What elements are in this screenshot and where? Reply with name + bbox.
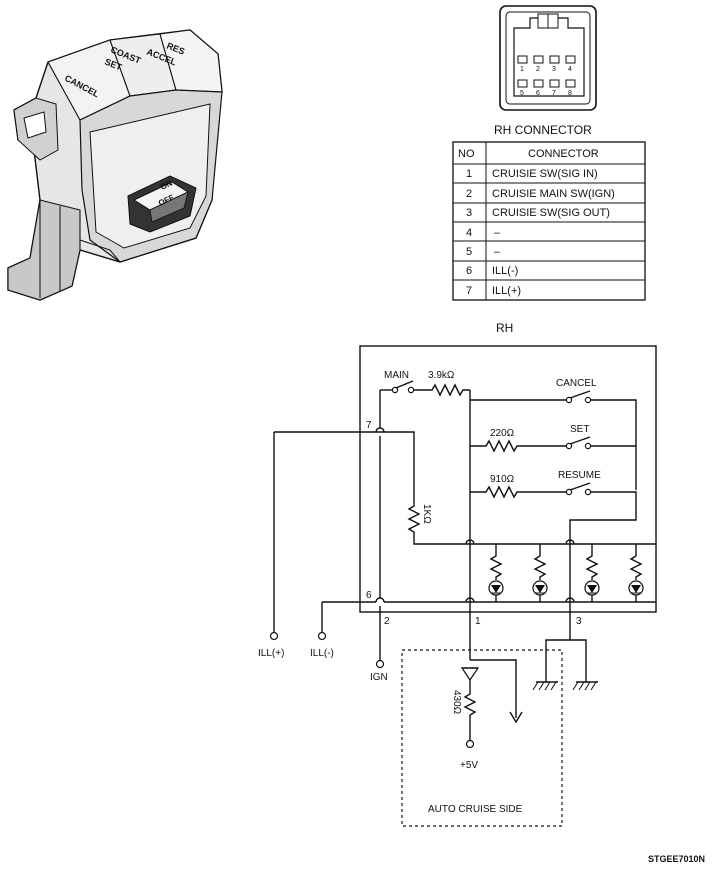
table-row-no: 6 — [466, 265, 472, 277]
pin-3-label: 3 — [552, 66, 556, 73]
pin-7-label: 7 — [552, 90, 556, 97]
led-branch — [488, 544, 504, 602]
table-row-no: 4 — [466, 227, 472, 239]
label-pin2: 2 — [384, 616, 390, 627]
label-resume: RESUME — [558, 470, 601, 481]
label-ign: IGN — [370, 672, 388, 683]
led-branch — [532, 544, 548, 602]
label-auto-cruise-side: AUTO CRUISE SIDE — [428, 804, 523, 815]
connector-title: RH CONNECTOR — [494, 123, 592, 137]
cruise-switch-illustration: CANCEL COAST SET RES ACCEL ON OFF — [7, 29, 223, 301]
connector-table — [452, 141, 646, 301]
label-r-auto: 430Ω — [451, 690, 462, 715]
label-r-set: 220Ω — [490, 428, 515, 439]
pin-6-label: 6 — [536, 90, 540, 97]
table-row-no: 3 — [466, 207, 472, 219]
label-ill-plus: ILL(+) — [258, 648, 284, 659]
label-5v: +5V — [460, 760, 478, 771]
figure-code: STGEE7010N — [648, 854, 705, 864]
table-row-no: 1 — [466, 168, 472, 180]
table-row-connector: CRUISIE SW(SIG OUT) — [492, 207, 610, 219]
schematic-wiring — [269, 345, 657, 827]
rh-connector-face: 1 2 3 4 5 6 7 8 — [499, 5, 597, 111]
label-pin6: 6 — [366, 590, 372, 601]
pin-4-label: 4 — [568, 66, 572, 73]
table-row-connector: – — [494, 246, 501, 258]
pin-1-label: 1 — [520, 66, 524, 73]
table-row-no: 5 — [466, 246, 472, 258]
label-pin7: 7 — [366, 420, 372, 431]
label-r-resume: 910Ω — [490, 474, 515, 485]
table-row-connector: CRUISIE SW(SIG IN) — [492, 168, 598, 180]
table-row-no: 2 — [466, 188, 472, 200]
pin-2-label: 2 — [536, 66, 540, 73]
label-r-main: 3.9kΩ — [428, 370, 455, 381]
label-pin3: 3 — [576, 616, 582, 627]
label-set: SET — [570, 424, 589, 435]
label-cancel: CANCEL — [556, 378, 597, 389]
label-r-ill: 1KΩ — [421, 504, 432, 524]
led-branch — [584, 544, 600, 602]
label-main: MAIN — [384, 370, 409, 381]
label-pin1: 1 — [475, 616, 481, 627]
table-row-connector: – — [494, 227, 501, 239]
table-header-no: NO — [458, 148, 475, 160]
schematic-title: RH — [496, 321, 513, 335]
table-row-connector: ILL(-) — [492, 265, 518, 277]
table-header-connector: CONNECTOR — [528, 148, 599, 160]
led-branch — [628, 544, 644, 602]
table-row-connector: CRUISIE MAIN SW(IGN) — [492, 188, 615, 200]
pin-8-label: 8 — [568, 90, 572, 97]
label-ill-minus: ILL(-) — [310, 648, 334, 659]
table-row-connector: ILL(+) — [492, 285, 521, 297]
table-row-no: 7 — [466, 285, 472, 297]
connector-pins — [517, 55, 576, 88]
pin-5-label: 5 — [520, 90, 524, 97]
